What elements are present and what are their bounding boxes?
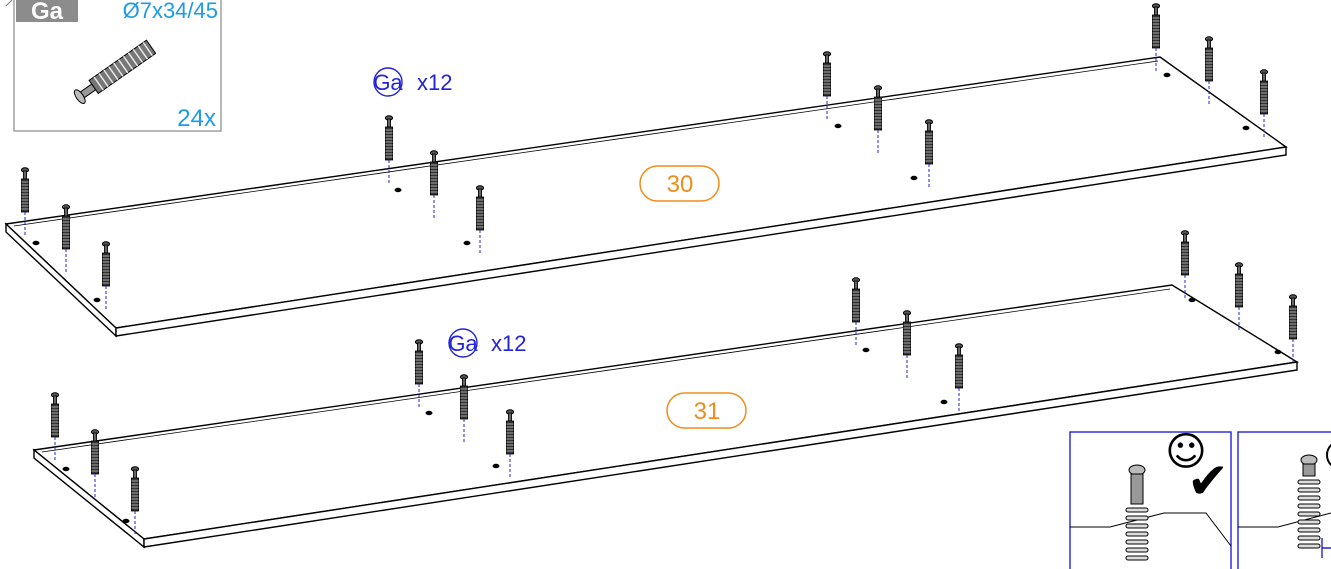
panel-30-hole: [32, 240, 40, 246]
panel-30-hole: [910, 175, 918, 181]
panel-31-inner-edge: [41, 288, 1171, 453]
panel-30-inner-edge: [13, 60, 1159, 227]
dowel-screw-icon: [1125, 464, 1149, 561]
detail-panel-edge: [1070, 512, 1232, 547]
panel-30-hole: [394, 187, 402, 193]
panel-30-dowel-screw: [1259, 69, 1269, 139]
panel-31-hole: [940, 399, 948, 405]
panel-31-hole: [492, 463, 500, 469]
panel-31-hole: [862, 347, 870, 353]
panel-31: 31 Ga x12: [32, 230, 1299, 549]
dowel-screw-icon: [73, 39, 157, 105]
part-quantity-label: 24x: [177, 105, 216, 132]
panel-30: 30 Ga x12: [4, 3, 1288, 338]
gap-dimension-arrow: [1321, 538, 1331, 558]
smiley-icon: ☺: [1165, 429, 1207, 475]
correct-depth-detail: ☺ ✔: [1069, 429, 1232, 569]
panel-30-hole: [93, 297, 101, 303]
panel-30-hole: [1242, 125, 1250, 131]
fastener-callout-circle: [448, 328, 478, 358]
incorrect-depth-detail: [1237, 431, 1331, 569]
panel-31-dowel-screw: [1180, 230, 1190, 300]
detail-panel-edge: [1238, 512, 1331, 528]
panel-31-hole: [122, 518, 130, 524]
panel-30-front-edge: [115, 146, 1287, 337]
panel-31-dowel-screw: [1234, 262, 1244, 332]
parts-box: Ga Ø7x34/45 24x: [5, 0, 222, 132]
part-number-30: 30: [667, 171, 694, 198]
fastener-callout-circle: [373, 67, 403, 97]
part-size-label: Ø7x34/45: [123, 0, 218, 23]
part-number-31: 31: [694, 398, 721, 425]
fastener-callout-code: Ga: [448, 331, 478, 356]
fastener-callout-count: x12: [491, 331, 526, 356]
part-number-badge-30: [639, 165, 720, 202]
panel-30-hole: [834, 123, 842, 129]
part-number-badge-31: [666, 392, 747, 429]
check-mark-icon: ✔: [1187, 452, 1229, 510]
parts-box-corner: [5, 0, 13, 7]
panel-31-hole: [425, 410, 433, 416]
panel-31-hole: [62, 466, 70, 472]
dowel-screw-icon: [1297, 454, 1321, 549]
fastener-callout-code: Ga: [373, 70, 403, 95]
part-code-badge: [16, 0, 78, 22]
fastener-callout-count: x12: [417, 70, 452, 95]
panel-31-dowel-screw: [1288, 294, 1298, 364]
frown-icon: [1326, 443, 1331, 467]
panel-31-front-edge: [143, 361, 1298, 548]
detail-frame-correct: [1069, 431, 1232, 569]
panel-30-hole: [1163, 72, 1171, 78]
panel-31-hole: [1274, 349, 1282, 355]
panel-30-hole: [463, 240, 471, 246]
part-code-label: Ga: [31, 0, 64, 25]
panel-31-hole: [1188, 297, 1196, 303]
